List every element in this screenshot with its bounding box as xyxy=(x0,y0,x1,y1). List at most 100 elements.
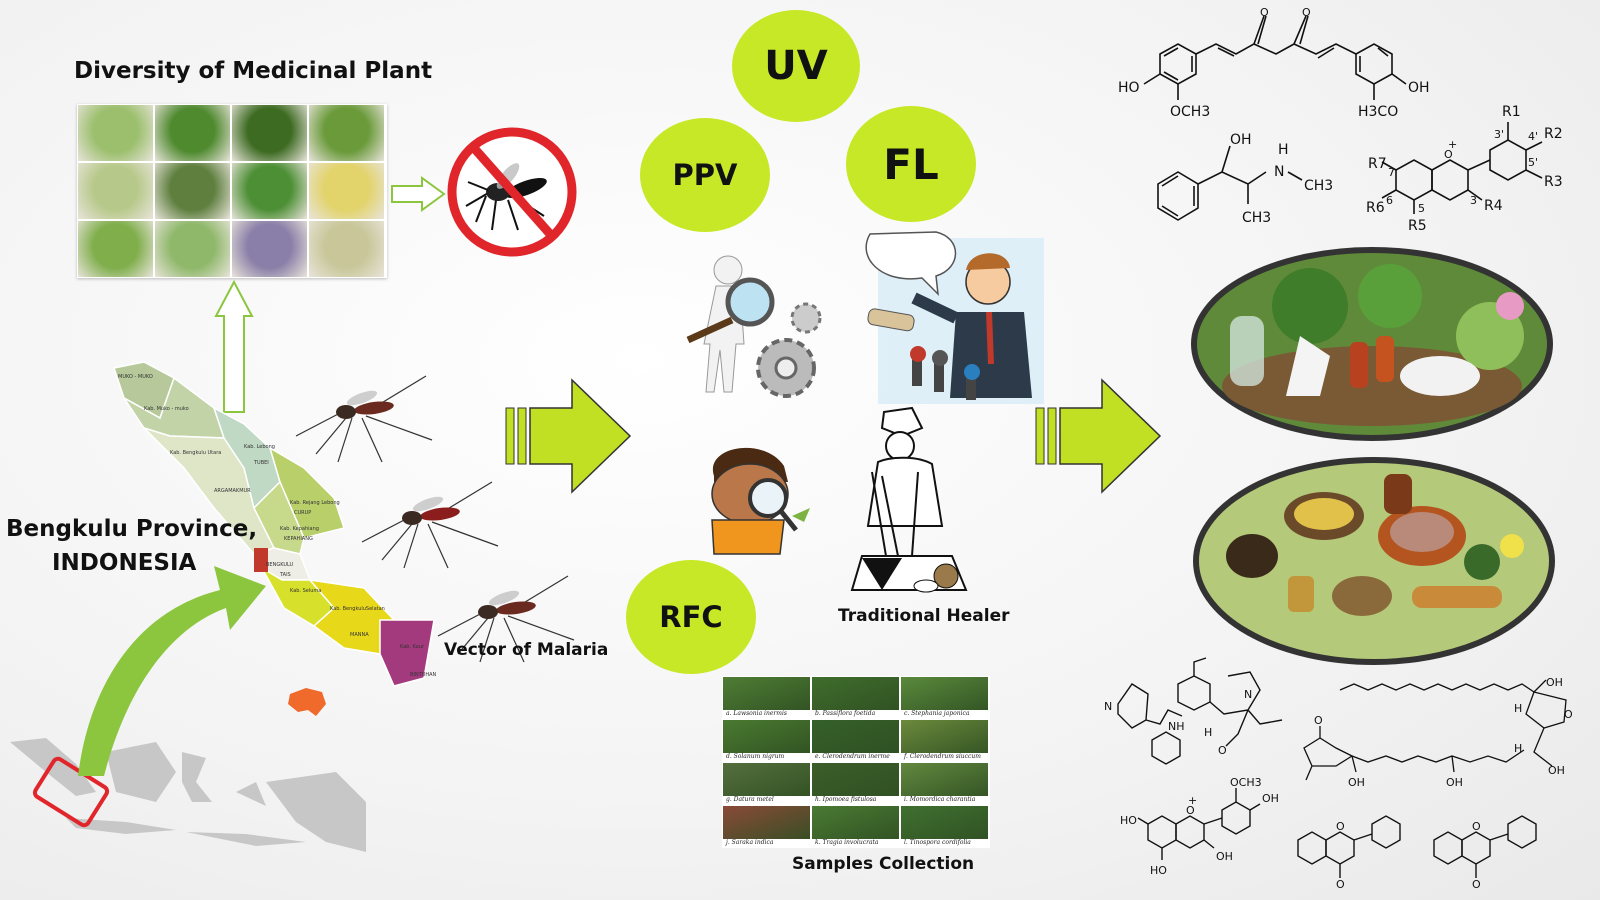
ppv-bubble: PPV xyxy=(640,118,770,232)
district-label: KEPAHIANG xyxy=(284,536,313,542)
pos-3p: 3' xyxy=(1494,128,1504,141)
province-label-line2: INDONESIA xyxy=(52,550,197,576)
uv-bubble: UV xyxy=(732,10,860,122)
plant-photo xyxy=(77,220,154,278)
plant-photo xyxy=(231,104,308,162)
plant-photo xyxy=(231,220,308,278)
r4-label: R4 xyxy=(1484,198,1503,214)
enggano-island xyxy=(288,688,326,716)
acetogenin-oh-right: OH xyxy=(1548,764,1565,777)
plant-photo xyxy=(308,220,385,278)
district-label: Kab. Muko - muko xyxy=(144,406,189,412)
sample-label: e. Clerodendrum inerme xyxy=(812,753,899,761)
samples-collection-label: Samples Collection xyxy=(792,854,975,874)
alkaloid-n1: N xyxy=(1104,700,1112,713)
plant-photo xyxy=(308,162,385,220)
pos-4p: 4' xyxy=(1528,130,1538,143)
pos-7: 7 xyxy=(1388,166,1395,179)
plant-photo xyxy=(77,104,154,162)
sample-label: c. Stephania japonica xyxy=(901,710,988,718)
plant-photo xyxy=(154,104,231,162)
district-label: Kab. BengkuluSelatan xyxy=(330,606,385,612)
sample-label: i. Momordica charantia xyxy=(901,796,988,804)
district-label: TUBEI xyxy=(253,460,269,466)
peonidin-oh: OH xyxy=(1262,792,1279,805)
peonidin-ho-bottom: HO xyxy=(1150,864,1167,877)
acetogenin-o2: O xyxy=(1314,714,1323,727)
ephedrine-h: H xyxy=(1278,142,1289,158)
curcumin-oh: OH xyxy=(1408,80,1430,96)
green-curved-arrow-icon xyxy=(78,566,266,776)
peonidin-plus: + xyxy=(1188,794,1197,807)
district-label: MANNA xyxy=(350,632,369,638)
acetogenin-oh1: OH xyxy=(1348,776,1365,789)
peonidin-och3: OCH3 xyxy=(1230,776,1262,789)
r2-label: R2 xyxy=(1544,126,1563,142)
acetogenin-oh2: OH xyxy=(1446,776,1463,789)
sample-photo: i. Momordica charantia xyxy=(900,762,989,805)
sample-photo: f. Clerodendrum siuccum xyxy=(900,719,989,762)
curcumin-h3co: H3CO xyxy=(1358,104,1398,120)
sample-photo: g. Datura metel xyxy=(722,762,811,805)
flavone-structure: O O xyxy=(1433,815,1537,890)
district-label: Kab. Lebong xyxy=(244,444,275,450)
acetogenin-structure: OH H O H OH O OH OH xyxy=(1303,676,1573,789)
pos-5p: 5' xyxy=(1528,156,1538,169)
district-label: Kab. Bengkulu Utara xyxy=(170,450,221,456)
alkaloid-n2: N xyxy=(1244,688,1252,701)
traditional-healer-label: Traditional Healer xyxy=(838,606,1010,626)
r1-label: R1 xyxy=(1502,104,1521,120)
acetogenin-oh-top: OH xyxy=(1546,676,1563,689)
herbal-medicine-photo-1 xyxy=(1191,247,1553,441)
r5-label: R5 xyxy=(1408,218,1427,234)
ephedrine-oh: OH xyxy=(1230,132,1252,148)
indonesia-map xyxy=(10,738,366,852)
district-label: BENGKULU xyxy=(266,562,294,568)
bengkulu-map: MUKO - MUKO Kab. Muko - muko Kab. Bengku… xyxy=(113,361,437,687)
plants-title: Diversity of Medicinal Plant xyxy=(74,58,433,84)
alkaloid-nh: NH xyxy=(1168,720,1185,733)
sample-label: a. Lawsonia inermis xyxy=(723,710,810,718)
peonidin-oh2: OH xyxy=(1216,850,1233,863)
pos-3: 3 xyxy=(1470,194,1477,207)
flavone-structure: O O xyxy=(1297,815,1401,890)
sample-label: f. Clerodendrum siuccum xyxy=(901,753,988,761)
ephedrine-ch3-n: CH3 xyxy=(1304,178,1333,194)
interview-cartoon-icon xyxy=(865,231,1044,404)
plant-photo xyxy=(154,162,231,220)
sample-photo: b. Passiflora foetida xyxy=(811,676,900,719)
plant-photo xyxy=(154,220,231,278)
acetogenin-h2: H xyxy=(1514,742,1522,755)
r7-label: R7 xyxy=(1368,156,1387,172)
district-label: Kab. Kepahiang xyxy=(280,526,319,532)
sample-photo: a. Lawsonia inermis xyxy=(722,676,811,719)
curcumin-ho: HO xyxy=(1118,80,1140,96)
acetogenin-h1: H xyxy=(1514,702,1522,715)
anthocyanidin-plus: + xyxy=(1448,138,1457,151)
r3-label: R3 xyxy=(1544,174,1563,190)
alkaloid-h: H xyxy=(1204,726,1212,739)
sample-label: l. Tinospora cordifolia xyxy=(901,839,988,847)
plant-photo xyxy=(77,162,154,220)
sample-label: j. Saraka indica xyxy=(723,839,810,847)
mosquito-icon xyxy=(437,575,575,663)
medicinal-plant-grid xyxy=(77,104,387,278)
sample-label: b. Passiflora foetida xyxy=(812,710,899,718)
district-label: TAIS xyxy=(279,572,291,578)
hollow-arrow-right-icon xyxy=(391,176,446,212)
svg-text:O: O xyxy=(1186,804,1195,817)
svg-text:O: O xyxy=(1302,6,1311,19)
sample-photo: h. Ipomoea fistulosa xyxy=(811,762,900,805)
pos-5: 5 xyxy=(1418,202,1425,215)
sample-photo: d. Solanum nigrum xyxy=(722,719,811,762)
sample-photo: k. Tragia involucrata xyxy=(811,805,900,848)
boy-magnifier-icon xyxy=(711,447,810,555)
svg-text:O: O xyxy=(1260,6,1269,19)
process-arrow-2-icon xyxy=(1035,378,1162,494)
district-label: Kab. Rejang Lebong xyxy=(290,500,340,506)
ephedrine-structure: OH H N CH3 CH3 xyxy=(1157,132,1333,226)
svg-text:O: O xyxy=(1444,148,1453,161)
sample-photo: j. Saraka indica xyxy=(722,805,811,848)
district-label: ARGAMAKMUR xyxy=(214,488,251,494)
